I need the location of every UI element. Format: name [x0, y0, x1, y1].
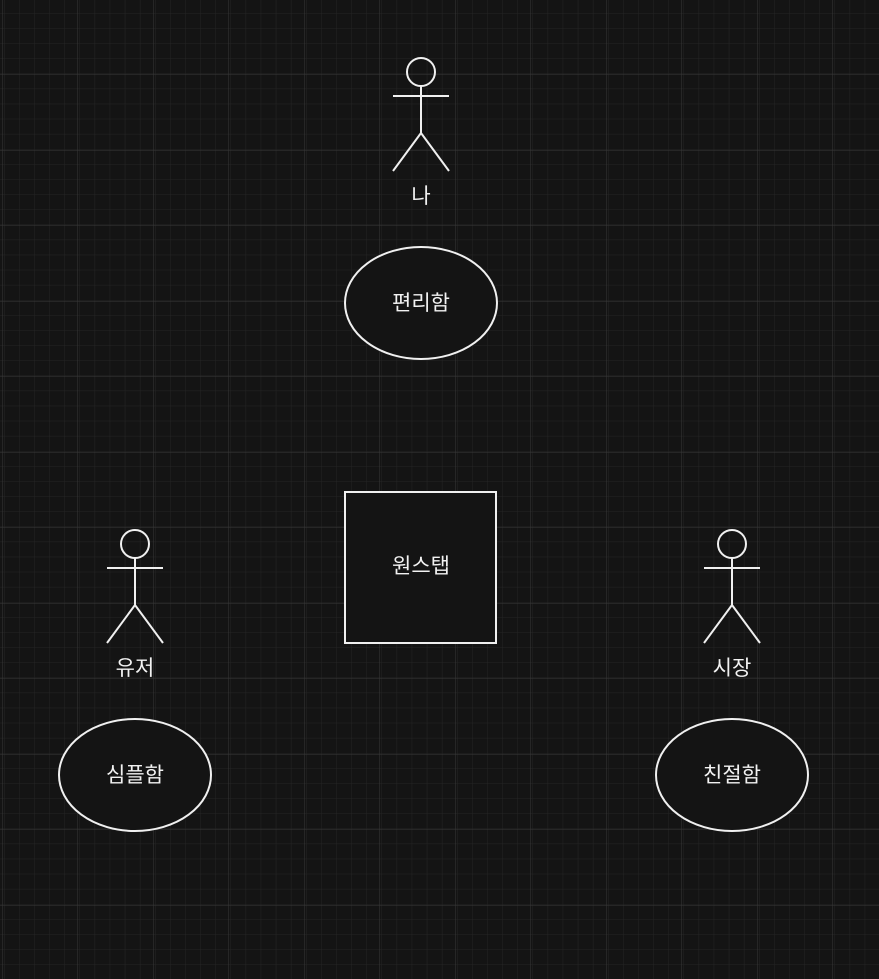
usecase-simple-ellipse — [58, 718, 212, 832]
system-box-label: 원스탭 — [392, 554, 450, 578]
usecase-kind-label: 친절함 — [703, 763, 761, 787]
actor-user[interactable]: 유저 — [106, 529, 164, 680]
system-box[interactable]: 원스탭 — [344, 491, 497, 644]
actor-me[interactable]: 나 — [392, 57, 450, 208]
system-box-rect — [344, 491, 497, 644]
actor-mayor-figure-icon — [703, 529, 761, 644]
actor-me-label: 나 — [411, 184, 430, 208]
actor-mayor[interactable]: 시장 — [703, 529, 761, 680]
usecase-simple-label: 심플함 — [106, 763, 164, 787]
actor-me-figure-icon — [392, 57, 450, 172]
usecase-kind[interactable]: 친절함 — [655, 718, 809, 832]
usecase-convenient-ellipse — [344, 246, 498, 360]
usecase-simple[interactable]: 심플함 — [58, 718, 212, 832]
usecase-convenient-label: 편리함 — [392, 291, 450, 315]
usecase-kind-ellipse — [655, 718, 809, 832]
actor-user-figure-icon — [106, 529, 164, 644]
usecase-convenient[interactable]: 편리함 — [344, 246, 498, 360]
actor-user-label: 유저 — [116, 656, 155, 680]
actor-mayor-label: 시장 — [713, 656, 752, 680]
